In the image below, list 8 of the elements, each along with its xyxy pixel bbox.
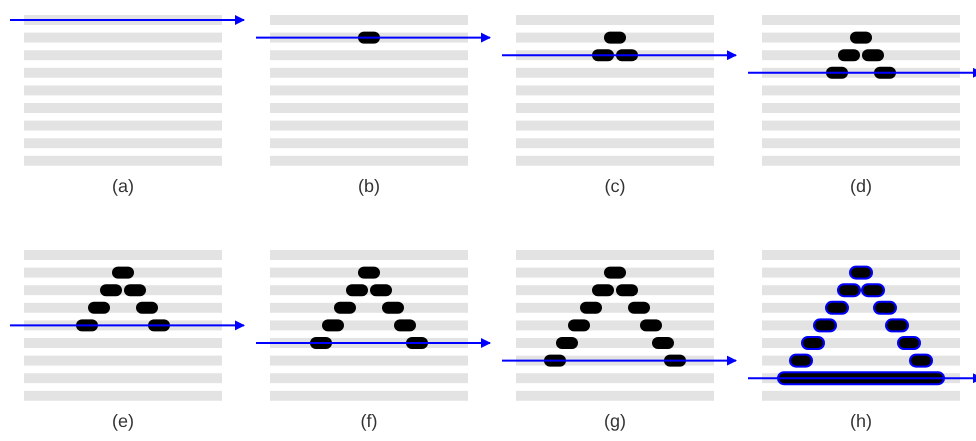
panel-label: (g) — [603, 411, 627, 432]
panel-label: (c) — [604, 176, 626, 197]
panel-label: (b) — [357, 176, 381, 197]
panel-label: (d) — [849, 176, 873, 197]
panel-label: (f) — [360, 411, 378, 432]
panel-label: (h) — [849, 411, 873, 432]
panel-label: (e) — [111, 411, 135, 432]
panel-label: (a) — [111, 176, 135, 197]
